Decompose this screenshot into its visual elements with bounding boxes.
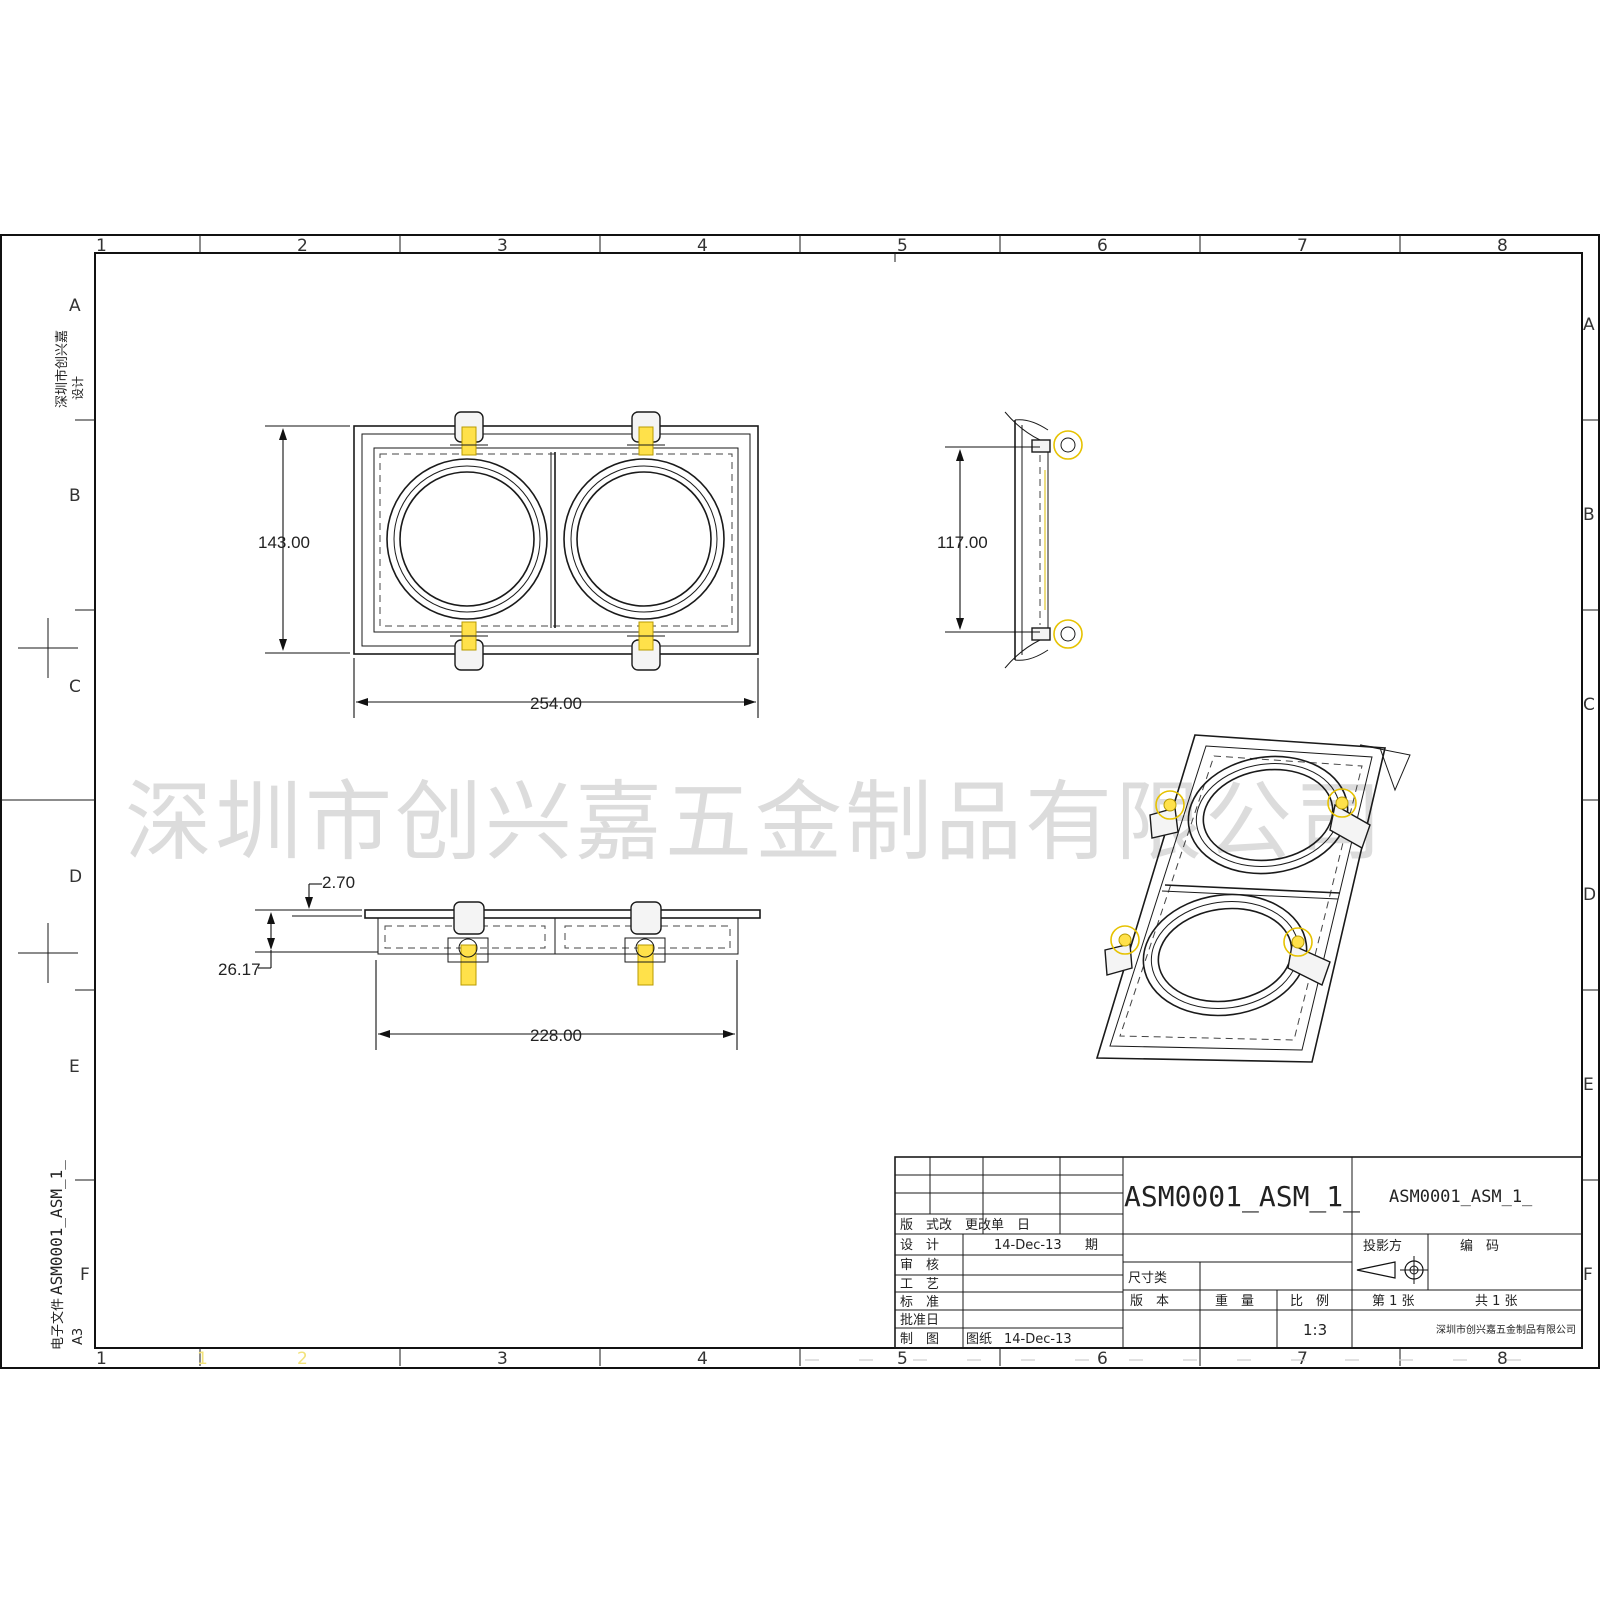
zone-ticks (1, 235, 1599, 1366)
zone-col-2: 2 (297, 236, 308, 256)
scale-value: 1:3 (1303, 1321, 1327, 1339)
row-standard: 标 准 (900, 1295, 939, 1310)
title-block: ASM0001_ASM_1_ ASM0001_ASM_1_ 版 式改 更改单 日… (894, 1156, 1583, 1349)
drawing-name-right: ASM0001_ASM_1_ (1389, 1187, 1533, 1207)
row-design-date: 14-Dec-13 (994, 1238, 1062, 1253)
company-name-small: 深圳市创兴嘉五金制品有限公司 (1436, 1323, 1576, 1336)
code-label: 编 码 (1460, 1239, 1499, 1254)
zone-col-8-bottom: 8 (1497, 1349, 1508, 1369)
dimension-228-label: 228.00 (530, 1026, 582, 1045)
row-review: 审 核 (900, 1258, 939, 1273)
isometric-view (1095, 734, 1411, 1063)
zone-row-d: D (69, 867, 82, 887)
zone-col-7-bottom: 7 (1297, 1349, 1308, 1369)
weight-label: 重 量 (1215, 1293, 1254, 1309)
drawing-name-large: ASM0001_ASM_1_ (1124, 1180, 1360, 1214)
side-top-note: 深圳市创兴嘉 (54, 330, 70, 408)
dimension-143: 143.00 (258, 425, 350, 654)
dimension-2-70-label: 2.70 (322, 873, 355, 892)
zone-row-c: C (69, 677, 81, 697)
row-draw-date: 14-Dec-13 (1004, 1332, 1072, 1347)
zone-col-1-bottom: 1 (96, 1349, 107, 1369)
zone-row-e-right: E (1583, 1075, 1594, 1095)
zone-col-7: 7 (1297, 236, 1308, 256)
zone-row-b-right: B (1583, 505, 1595, 525)
row-version: 版 式改 更改单 日 (900, 1218, 1030, 1233)
version-label: 版 本 (1130, 1294, 1169, 1309)
zone-row-f-right: F (1583, 1265, 1593, 1285)
dimension-26-17: 26.17 (218, 912, 378, 979)
dimension-254-label: 254.00 (530, 694, 582, 713)
dimension-class-label: 尺寸类 (1128, 1271, 1167, 1286)
projection-symbol-icon (1356, 1256, 1428, 1284)
registration-cross-lower (18, 923, 78, 983)
zone-col-1-ghost: 1 (197, 1349, 208, 1369)
dimension-228: 228.00 (375, 960, 738, 1050)
zone-row-d-right: D (1583, 885, 1596, 905)
zone-col-4-bottom: 4 (697, 1349, 708, 1369)
side-file-label: 电子文件 (51, 1298, 66, 1350)
zone-row-e: E (69, 1057, 80, 1077)
zone-row-b: B (69, 486, 81, 506)
dimension-2-70: 2.70 (255, 873, 362, 917)
registration-cross-upper (18, 618, 78, 678)
zone-col-8: 8 (1497, 236, 1508, 256)
row-approve: 批准日 (900, 1313, 939, 1328)
projection-label: 投影方 (1363, 1238, 1402, 1254)
dimension-254: 254.00 (353, 658, 759, 718)
sheet-number-label: 第 1 张 (1372, 1294, 1415, 1309)
scale-label: 比 例 (1290, 1294, 1329, 1309)
zone-labels-right: A B C D E F (1583, 315, 1596, 1285)
zone-row-c-right: C (1583, 695, 1595, 715)
sheet-total-label: 共 1 张 (1475, 1294, 1518, 1309)
zone-col-3-bottom: 3 (497, 1349, 508, 1369)
row-design-tag: 期 (1085, 1238, 1098, 1253)
zone-labels-left: A B C D E F (69, 296, 90, 1285)
row-process: 工 艺 (900, 1277, 939, 1292)
zone-labels-top: 1 2 3 4 5 6 7 8 (96, 236, 1508, 256)
zone-col-4: 4 (697, 236, 708, 256)
zone-row-a-right: A (1583, 315, 1595, 335)
zone-col-6: 6 (1097, 236, 1108, 256)
zone-row-a: A (69, 296, 81, 316)
row-draw: 制 图 (900, 1332, 939, 1347)
dimension-117: 117.00 (937, 446, 1040, 633)
side-file-name: ASM0001_ASM_1_ (47, 1160, 66, 1295)
zone-labels-bottom: 1 3 4 5 6 7 8 1 2 (96, 1349, 1508, 1369)
zone-col-5-bottom: 5 (897, 1349, 908, 1369)
row-draw-tag: 图纸 (966, 1332, 992, 1347)
side-view (1004, 411, 1083, 669)
dimension-26-17-label: 26.17 (218, 960, 261, 979)
dimension-117-label: 117.00 (937, 533, 988, 552)
zone-col-2-ghost: 2 (297, 1349, 308, 1369)
row-design: 设 计 (900, 1238, 939, 1253)
zone-col-1: 1 (96, 236, 107, 256)
zone-col-6-bottom: 6 (1097, 1349, 1108, 1369)
dimension-143-label: 143.00 (258, 533, 310, 552)
top-view (353, 411, 759, 671)
zone-col-3: 3 (497, 236, 508, 256)
front-view (364, 901, 761, 986)
zone-row-f: F (80, 1265, 90, 1285)
side-top-note-2: 设计 (71, 376, 85, 400)
zone-col-5: 5 (897, 236, 908, 256)
side-sheet-size: A3 (71, 1328, 86, 1345)
